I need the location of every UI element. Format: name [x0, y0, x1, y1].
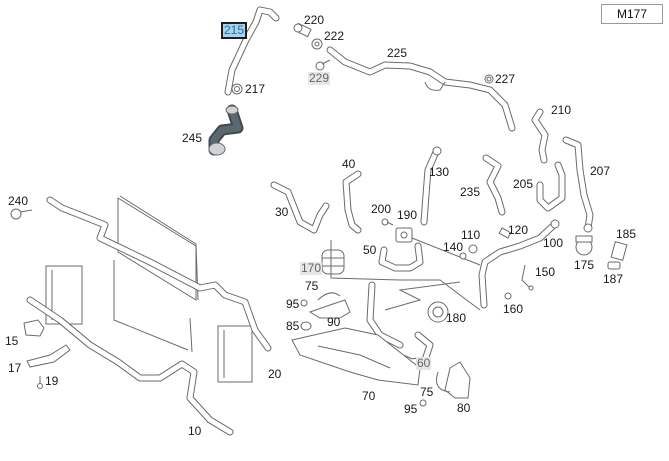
part-120-fitting[interactable]	[498, 227, 512, 239]
part-label-20[interactable]: 20	[268, 367, 282, 381]
part-225-pipe[interactable]	[326, 46, 516, 132]
part-187-clip[interactable]	[607, 261, 621, 270]
part-label-190[interactable]: 190	[397, 208, 418, 222]
part-150-sensor[interactable]	[521, 264, 534, 291]
part-160-bolt[interactable]	[504, 292, 512, 300]
part-85-bush[interactable]	[300, 321, 312, 331]
part-95-nut[interactable]	[300, 299, 308, 307]
part-227-clamp[interactable]	[484, 74, 494, 84]
part-label-110[interactable]: 110	[461, 228, 481, 242]
part-10-hose[interactable]	[26, 296, 234, 436]
part-label-130[interactable]: 130	[429, 165, 450, 179]
part-label-227[interactable]: 227	[495, 72, 516, 86]
part-200-bolt[interactable]	[381, 218, 394, 226]
part-170-pump[interactable]	[321, 249, 345, 275]
part-label-170[interactable]: 170	[300, 261, 323, 275]
part-140-bolt[interactable]	[459, 252, 467, 260]
part-label-205[interactable]: 205	[513, 177, 534, 191]
part-19-bolt[interactable]	[37, 376, 43, 389]
part-229-bolt[interactable]	[315, 59, 331, 71]
part-220-fitting[interactable]	[293, 22, 312, 38]
part-label-50[interactable]: 50	[363, 243, 377, 257]
part-175-thermostat[interactable]	[575, 235, 593, 256]
part-label-240[interactable]: 240	[8, 194, 29, 208]
part-label-19[interactable]: 19	[45, 374, 59, 388]
leader-line	[330, 240, 481, 311]
part-label-90[interactable]: 90	[327, 315, 341, 329]
part-label-100[interactable]: 100	[543, 236, 564, 250]
part-100-pipe[interactable]	[478, 219, 560, 309]
part-upper-radiator-hose[interactable]	[46, 196, 272, 352]
part-75-clip[interactable]	[317, 292, 341, 301]
part-222-nut[interactable]	[311, 38, 323, 50]
part-label-95b[interactable]: 95	[404, 402, 418, 416]
part-180-pump[interactable]	[427, 301, 449, 323]
part-210-hose[interactable]	[531, 108, 549, 164]
part-label-85[interactable]: 85	[286, 319, 300, 333]
part-label-245[interactable]: 245	[182, 131, 203, 145]
part-label-60[interactable]: 60	[416, 356, 432, 370]
radiator-small[interactable]	[217, 325, 253, 383]
part-130-hose[interactable]	[420, 146, 442, 226]
part-70-shield[interactable]	[291, 327, 421, 386]
part-110-clamp[interactable]	[468, 244, 478, 254]
part-label-180[interactable]: 180	[446, 311, 467, 325]
part-label-10[interactable]: 10	[188, 424, 202, 438]
part-label-210[interactable]: 210	[551, 103, 572, 117]
part-185-bracket[interactable]	[610, 241, 628, 261]
part-40-hose[interactable]	[342, 170, 362, 234]
part-label-140[interactable]: 140	[443, 240, 464, 254]
part-label-70[interactable]: 70	[362, 389, 376, 403]
part-235-hose[interactable]	[482, 154, 506, 216]
part-245-hose[interactable]	[208, 104, 244, 156]
part-215-pipe[interactable]	[224, 6, 280, 96]
radiator-main[interactable]	[113, 195, 199, 353]
part-50-hose[interactable]	[378, 242, 424, 272]
leader-line	[411, 237, 481, 266]
part-label-75[interactable]: 75	[305, 279, 319, 293]
part-207-hose[interactable]	[562, 136, 594, 233]
part-205-hose[interactable]	[536, 161, 566, 212]
part-label-95[interactable]: 95	[286, 297, 300, 311]
part-label-187[interactable]: 187	[603, 272, 624, 286]
model-code-box: M177	[601, 4, 663, 24]
part-label-222[interactable]: 222	[324, 29, 345, 43]
part-90-bracket[interactable]	[308, 299, 351, 319]
part-label-15[interactable]: 15	[5, 334, 19, 348]
part-240-bolt[interactable]	[10, 208, 33, 220]
part-label-160[interactable]: 160	[503, 302, 524, 316]
part-190-valve[interactable]	[395, 227, 413, 243]
part-label-30[interactable]: 30	[275, 205, 289, 219]
part-80-bracket[interactable]	[436, 361, 471, 399]
part-95b-nut[interactable]	[419, 399, 427, 407]
part-label-215[interactable]: 215	[220, 22, 248, 39]
part-15-bracket[interactable]	[23, 319, 45, 337]
part-30-hose[interactable]	[270, 181, 330, 234]
part-label-80[interactable]: 80	[457, 401, 471, 415]
part-label-75b[interactable]: 75	[420, 385, 434, 399]
part-label-150[interactable]: 150	[535, 265, 556, 279]
part-label-235[interactable]: 235	[460, 185, 481, 199]
part-label-120[interactable]: 120	[508, 223, 529, 237]
part-label-207[interactable]: 207	[590, 164, 611, 178]
part-label-185[interactable]: 185	[616, 227, 637, 241]
part-label-40[interactable]: 40	[342, 157, 356, 171]
leader-line	[384, 281, 461, 311]
part-217-clamp[interactable]	[231, 83, 243, 95]
part-17-bracket[interactable]	[26, 344, 71, 368]
part-label-217[interactable]: 217	[245, 82, 266, 96]
part-label-225[interactable]: 225	[387, 46, 408, 60]
part-label-175[interactable]: 175	[574, 258, 595, 272]
part-label-17[interactable]: 17	[8, 361, 22, 375]
part-label-200[interactable]: 200	[371, 202, 392, 216]
part-label-220[interactable]: 220	[304, 13, 325, 27]
part-label-229[interactable]: 229	[308, 71, 331, 85]
